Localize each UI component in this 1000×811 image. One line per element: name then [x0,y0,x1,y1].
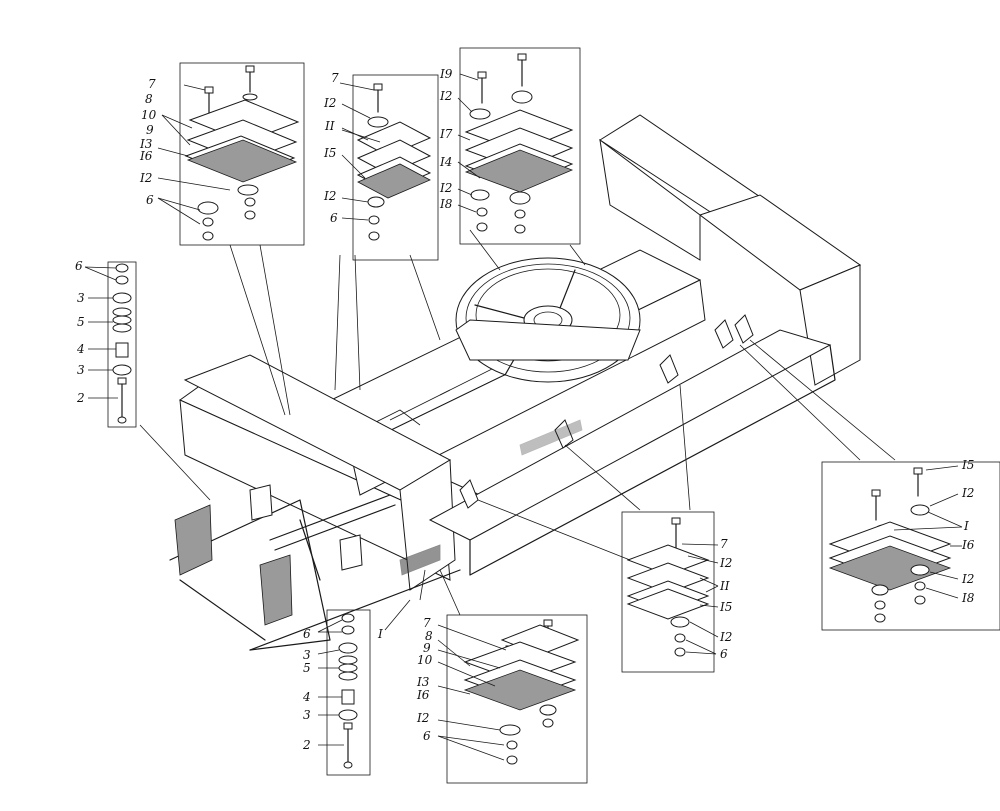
label-bm-16: I6 [416,688,430,702]
label-rm-12b: I2 [719,630,732,644]
label-bm-12: I2 [416,711,429,725]
label-bs-3b: 3 [303,708,311,722]
label-bm-9: 9 [423,641,431,655]
label-tl-8: 8 [145,92,153,106]
label-rm-7: 7 [720,537,728,551]
label-fr-16: I6 [961,538,975,552]
label-ls-2: 2 [76,391,85,405]
label-tm-12b: I2 [323,189,336,203]
label-tm-11: II [324,119,335,133]
label-tl-10: 10 [141,108,157,122]
detail-box-bottom-spring: 6 3 5 4 3 2 [302,609,371,776]
label-bs-2: 2 [302,738,311,752]
label-tl-9: 9 [146,123,154,137]
label-tr-14: I4 [439,155,452,169]
turntable-ring [455,257,641,383]
detail-box-far-right: I5 I2 I I6 I2 I8 [821,458,1000,631]
label-tl-12: I2 [139,171,152,185]
label-tm-15: I5 [323,146,336,160]
detail-box-top-left: 7 8 10 9 I3 I6 I2 6 [139,62,305,246]
label-rm-11: II [719,579,730,593]
label-ls-6: 6 [75,259,83,273]
label-bs-3a: 3 [303,648,311,662]
label-bm-8: 8 [425,629,433,643]
label-tm-12a: I2 [323,96,336,110]
label-ls-5: 5 [77,315,85,329]
label-tr-17: I7 [439,127,453,141]
label-tl-6: 6 [146,193,154,207]
detail-box-left-spring: 6 3 5 4 3 2 [75,259,137,428]
label-ls-3b: 3 [77,363,85,377]
label-bm-6: 6 [423,729,431,743]
label-tm-7: 7 [331,71,339,85]
label-bm-7: 7 [423,616,431,630]
label-tr-18: I8 [439,197,453,211]
label-ls-3a: 3 [77,291,85,305]
label-bs-4: 4 [302,690,311,704]
label-fr-18: I8 [961,591,975,605]
label-tr-12a: I2 [439,89,452,103]
label-bm-13: I3 [416,675,430,689]
label-bs-6: 6 [303,627,311,641]
label-tl-16: I6 [139,149,153,163]
label-tl-7: 7 [148,77,156,91]
label-rm-6: 6 [720,647,728,661]
label-fr-15: I5 [961,458,974,472]
label-fr-12b: I2 [961,572,974,586]
label-tl-13: I3 [139,137,153,151]
leader-lines [139,229,896,616]
detail-box-top-right: I9 I2 I7 I4 I2 I8 [439,47,581,245]
label-tm-6: 6 [330,211,338,225]
label-bm-10: 10 [417,653,433,667]
detail-box-bottom-middle: 7 8 9 10 I3 I6 I2 6 [416,614,588,784]
label-tr-19: I9 [439,67,453,81]
label-rm-12a: I2 [719,556,732,570]
label-rm-15: I5 [719,600,732,614]
detail-box-right-middle: 7 I2 II I5 I2 6 [621,511,732,673]
label-bs-5: 5 [303,661,311,675]
detail-box-top-middle: 7 I2 II I5 I2 6 [323,71,439,261]
label-ls-4: 4 [76,342,85,356]
label-frame-1: I [377,627,383,641]
label-fr-1a: I [963,519,969,533]
label-tr-12b: I2 [439,181,452,195]
label-fr-12a: I2 [961,486,974,500]
